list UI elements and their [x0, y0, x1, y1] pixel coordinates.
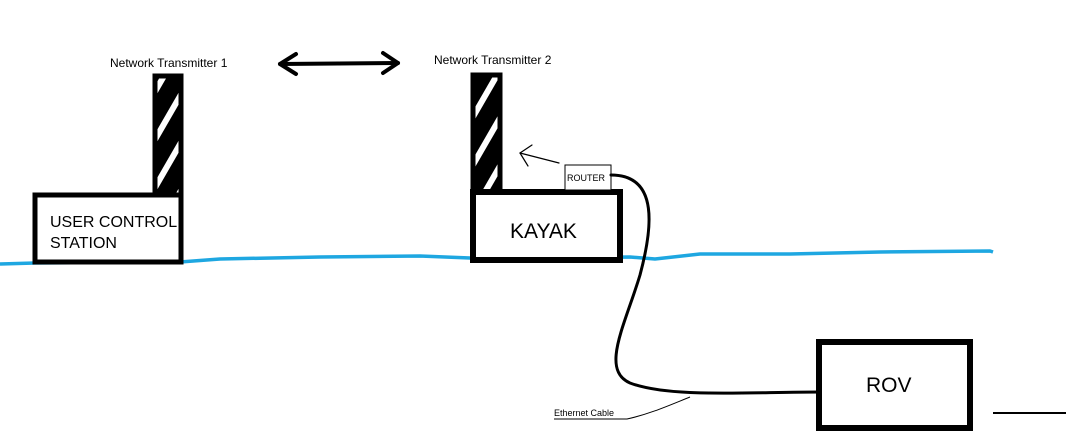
ethernet-cable: [609, 173, 824, 395]
ethernet-cable-callout-line: [554, 396, 691, 420]
rov-label: ROV: [866, 374, 912, 397]
user-control-station-label-line2: STATION: [50, 235, 117, 252]
transmitter-tower-2: [470, 72, 503, 196]
transmitter-2-label: Network Transmitter 2: [434, 53, 552, 67]
router-box: [564, 164, 612, 191]
transmitter-1-label: Network Transmitter 1: [110, 56, 228, 70]
rov-box: [816, 339, 973, 431]
router-label: ROUTER: [567, 173, 606, 183]
kayak-label: KAYAK: [510, 220, 577, 243]
router-pointer-arrow: [519, 144, 560, 167]
user-control-station-box: [32, 192, 184, 265]
transmitter-tower-1: [152, 73, 184, 199]
ethernet-cable-label: Ethernet Cable: [554, 408, 614, 418]
user-control-station-label-line1: USER CONTROL: [50, 214, 177, 231]
kayak-box: [470, 189, 623, 263]
bidirectional-link-arrow: [278, 51, 400, 76]
